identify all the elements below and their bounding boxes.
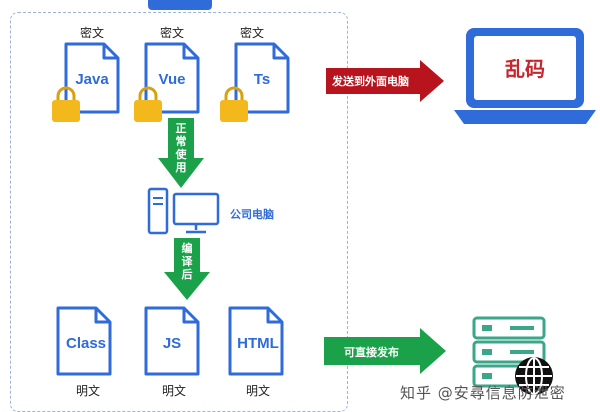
lock-icon [52, 86, 80, 122]
publish-arrow [324, 328, 446, 374]
lock-icon [134, 86, 162, 122]
globe-icon [515, 357, 553, 395]
plaintext-files-group: Class JS HTML [56, 306, 284, 376]
laptop-garbled-text: 乱码 [505, 57, 545, 81]
ts-file-icon: Ts [234, 42, 290, 114]
ciphertext-caption-ts: 密文 [239, 26, 264, 40]
js-file-icon: JS [144, 306, 200, 376]
send-out-arrow [326, 60, 444, 102]
plaintext-caption-js: 明文 [161, 384, 186, 398]
lock-icon [220, 86, 248, 122]
plaintext-caption-class: 明文 [75, 384, 100, 398]
company-computer-label: 公司电脑 [230, 208, 274, 221]
send-out-label: 发送到外面电脑 [332, 75, 409, 88]
file-name-vue: Vue [159, 71, 186, 88]
file-name-js: JS [163, 335, 181, 352]
file-name-ts: Ts [254, 71, 270, 88]
vue-file-icon: Vue [144, 42, 200, 114]
compile-arrow [164, 238, 210, 300]
file-name-html: HTML [237, 335, 279, 352]
html-file-icon: HTML [228, 306, 284, 376]
normal-use-label: 正常使用 [175, 122, 187, 174]
ciphertext-caption-java: 密文 [79, 26, 104, 40]
class-file-icon: Class [56, 306, 112, 376]
watermark-text: 知乎 @安尋信息防泄密 [400, 384, 566, 402]
encrypted-files-group: Java Vue Ts [52, 42, 290, 122]
normal-use-arrow [158, 118, 204, 188]
publish-label: 可直接发布 [344, 346, 399, 359]
plaintext-caption-html: 明文 [245, 384, 270, 398]
java-file-icon: Java [64, 42, 120, 114]
ciphertext-caption-vue: 密文 [159, 26, 184, 40]
compile-label: 编译后 [181, 242, 193, 281]
laptop-icon: 乱码 [454, 28, 596, 124]
file-name-java: Java [75, 71, 109, 88]
region-title-tab [148, 0, 212, 10]
desktop-computer-icon [147, 187, 220, 235]
file-name-class: Class [66, 335, 106, 352]
